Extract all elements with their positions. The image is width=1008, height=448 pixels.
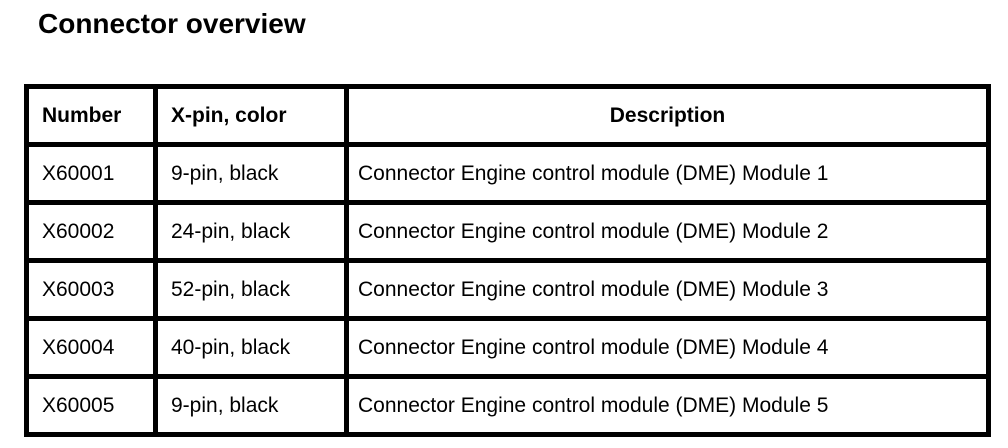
page: Connector overview Number X-pin, color D… <box>0 8 1008 437</box>
column-header-pin-color: X-pin, color <box>153 84 349 147</box>
cell-description: Connector Engine control module (DME) Mo… <box>344 316 991 379</box>
cell-pin-color: 40-pin, black <box>153 316 349 379</box>
column-header-description: Description <box>344 84 991 147</box>
table-header-row: Number X-pin, color Description <box>24 84 991 147</box>
cell-description: Connector Engine control module (DME) Mo… <box>344 200 991 263</box>
cell-number: X60002 <box>24 200 158 263</box>
cell-pin-color: 52-pin, black <box>153 258 349 321</box>
cell-description: Connector Engine control module (DME) Mo… <box>344 374 991 437</box>
cell-description: Connector Engine control module (DME) Mo… <box>344 258 991 321</box>
cell-pin-color: 9-pin, black <box>153 374 349 437</box>
table-row: X60001 9-pin, black Connector Engine con… <box>24 142 991 205</box>
cell-description: Connector Engine control module (DME) Mo… <box>344 142 991 205</box>
cell-number: X60001 <box>24 142 158 205</box>
table-row: X60005 9-pin, black Connector Engine con… <box>24 374 991 437</box>
table-row: X60004 40-pin, black Connector Engine co… <box>24 316 991 379</box>
column-header-number: Number <box>24 84 158 147</box>
cell-number: X60005 <box>24 374 158 437</box>
connector-table: Number X-pin, color Description X60001 9… <box>24 84 991 437</box>
cell-pin-color: 9-pin, black <box>153 142 349 205</box>
cell-number: X60004 <box>24 316 158 379</box>
page-title: Connector overview <box>38 8 306 39</box>
table-row: X60003 52-pin, black Connector Engine co… <box>24 258 991 321</box>
table-row: X60002 24-pin, black Connector Engine co… <box>24 200 991 263</box>
cell-number: X60003 <box>24 258 158 321</box>
cell-pin-color: 24-pin, black <box>153 200 349 263</box>
